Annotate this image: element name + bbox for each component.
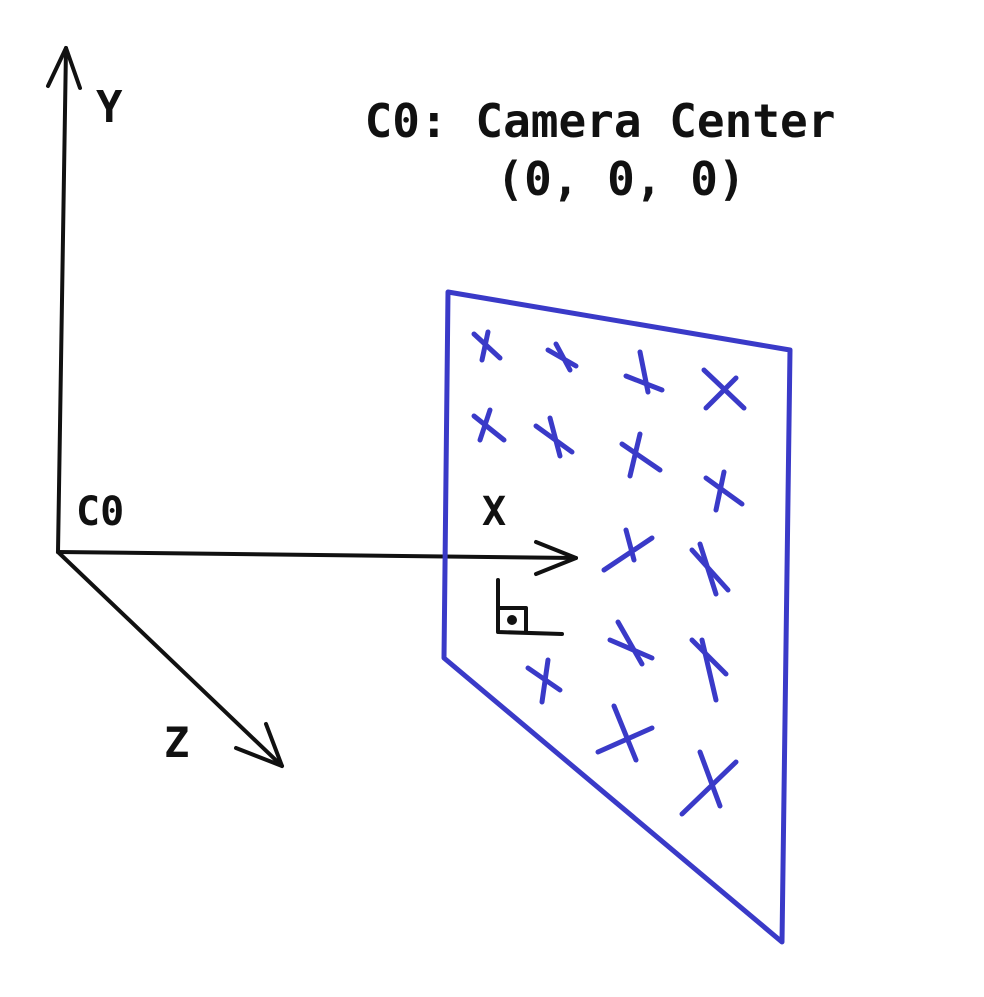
feature-mark-2: [545, 341, 579, 373]
feature-mark-stroke: [679, 759, 739, 817]
feature-mark-stroke: [553, 341, 573, 373]
feature-mark-stroke: [601, 535, 655, 573]
x-axis-line: [56, 550, 578, 560]
feature-mark-stroke: [477, 407, 493, 443]
origin-label: C0: [76, 489, 125, 535]
x-axis: [56, 540, 578, 576]
feature-mark-stroke: [611, 703, 639, 763]
z-axis: [56, 550, 284, 768]
feature-mark-11: [607, 619, 655, 667]
feature-mark-stroke: [697, 541, 719, 597]
right-angle-box: [496, 606, 528, 634]
camera-center-title: C0: Camera Center (0, 0, 0): [300, 92, 900, 208]
feature-mark-12: [689, 637, 729, 703]
feature-mark-3: [623, 349, 665, 395]
feature-mark-stroke: [703, 475, 745, 507]
feature-mark-stroke: [619, 441, 663, 473]
feature-mark-stroke: [697, 749, 723, 809]
z-axis-label: Z: [164, 718, 190, 767]
feature-mark-stroke: [479, 329, 491, 363]
feature-mark-stroke: [713, 469, 727, 513]
right-angle-marker: [496, 578, 564, 636]
y-axis-label: Y: [96, 82, 123, 133]
z-axis-arrowhead: [234, 722, 284, 768]
feature-mark-5: [471, 407, 507, 443]
feature-mark-stroke: [627, 431, 643, 479]
feature-mark-4: [701, 367, 747, 411]
x-axis-arrowhead: [534, 540, 578, 576]
feature-mark-stroke: [637, 349, 651, 395]
feature-mark-stroke: [689, 637, 729, 677]
right-angle-dot: [507, 615, 517, 625]
feature-mark-stroke: [623, 527, 637, 563]
title-line-coordinates: (0, 0, 0): [496, 152, 746, 206]
feature-mark-stroke: [471, 413, 507, 443]
feature-mark-15: [679, 749, 739, 817]
feature-mark-7: [619, 431, 663, 479]
right-angle-lines: [496, 578, 564, 636]
feature-mark-1: [471, 329, 503, 363]
feature-mark-10: [689, 541, 731, 597]
feature-mark-stroke: [699, 637, 719, 703]
feature-mark-14: [595, 703, 655, 763]
y-axis-arrowhead: [46, 46, 82, 90]
y-axis-line: [56, 46, 68, 554]
feature-mark-stroke: [615, 619, 645, 667]
x-axis-label: X: [482, 489, 507, 535]
feature-mark-8: [703, 469, 745, 513]
feature-marks: [471, 329, 747, 817]
z-axis-line: [56, 550, 284, 768]
feature-mark-stroke: [595, 725, 655, 755]
feature-mark-6: [533, 415, 575, 459]
feature-mark-stroke: [547, 415, 563, 459]
feature-mark-stroke: [703, 375, 739, 411]
feature-mark-13: [525, 657, 563, 705]
feature-mark-stroke: [539, 657, 551, 705]
feature-mark-9: [601, 527, 655, 573]
y-axis: [46, 46, 82, 554]
image-plane: [441, 289, 793, 945]
title-line-camera-center: C0: Camera Center: [364, 94, 836, 148]
